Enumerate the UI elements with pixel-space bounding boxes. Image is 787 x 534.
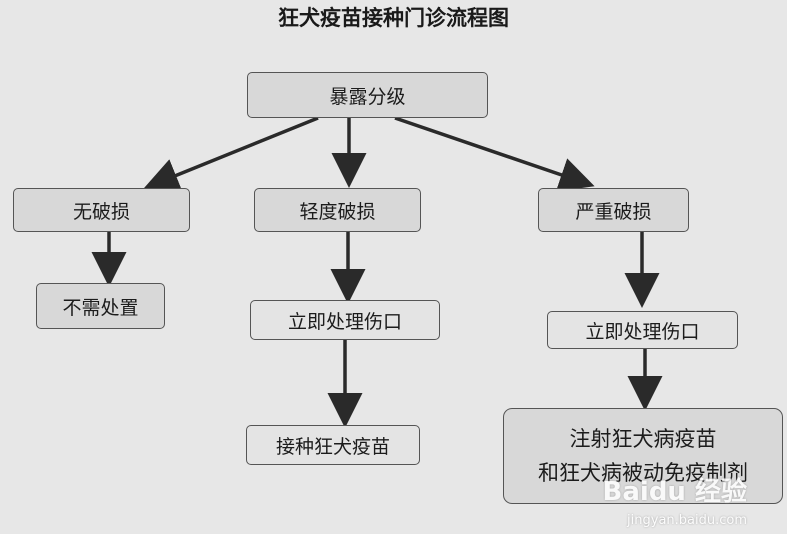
- node-severe-final-line1: 注射狂犬病疫苗: [569, 427, 717, 451]
- node-severe-vaccine-immunization: 注射狂犬病疫苗 和狂犬病被动免疫制剂: [503, 408, 783, 504]
- node-severe-final-line2: 和狂犬病被动免疫制剂: [538, 461, 748, 485]
- node-no-damage: 无破损: [13, 188, 190, 232]
- node-exposure-grading: 暴露分级: [247, 72, 488, 118]
- node-severe-damage: 严重破损: [538, 188, 689, 232]
- node-mild-treat-wound-label: 立即处理伤口: [287, 310, 402, 333]
- baidu-watermark-logo: Baidu 经验: [602, 477, 747, 507]
- node-severe-damage-label: 严重破损: [575, 200, 652, 223]
- node-no-treatment-label: 不需处置: [62, 296, 139, 319]
- diagram-title: 狂犬疫苗接种门诊流程图: [278, 5, 509, 30]
- node-mild-treat-wound: 立即处理伤口: [250, 300, 440, 340]
- node-mild-vaccine-label: 接种狂犬疫苗: [275, 435, 390, 458]
- node-severe-treat-wound-label: 立即处理伤口: [585, 320, 700, 343]
- node-no-damage-label: 无破损: [72, 200, 130, 223]
- node-mild-damage: 轻度破损: [254, 188, 421, 232]
- node-severe-treat-wound: 立即处理伤口: [547, 311, 738, 349]
- arrow-root-to-none: [143, 116, 319, 192]
- node-mild-damage-label: 轻度破损: [299, 200, 376, 223]
- node-no-treatment: 不需处置: [36, 283, 165, 329]
- node-exposure-grading-label: 暴露分级: [329, 85, 406, 108]
- baidu-watermark-url: jingyan.baidu.com: [627, 513, 747, 528]
- arrow-root-to-severe: [394, 116, 595, 192]
- node-mild-vaccine: 接种狂犬疫苗: [246, 425, 420, 465]
